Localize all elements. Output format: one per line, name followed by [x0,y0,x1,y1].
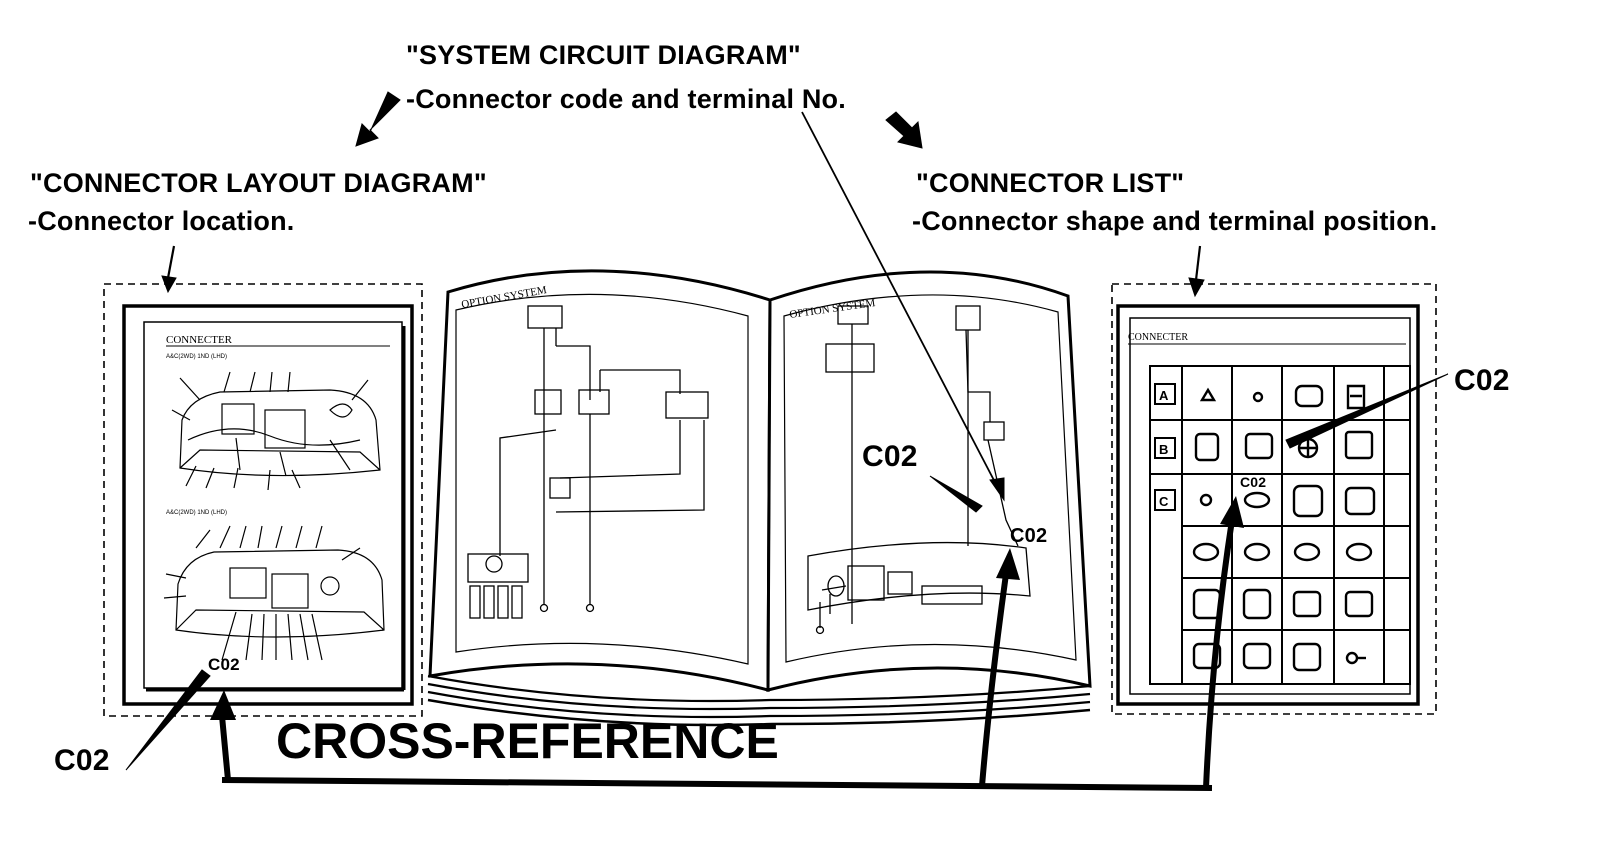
connector-layout-page: CONNECTER A&C(2WD) 1ND (LHD) A&C(2WD) 1N… [103,283,423,717]
row-label-c: C [1159,494,1169,509]
connector-list-title: "CONNECTOR LIST" [916,168,1185,198]
connector-shapes [1192,384,1376,672]
list-page-header: CONNECTER [1128,332,1188,343]
connector-list-page: CONNECTER A B C [1111,283,1437,715]
c02-label-layout: C02 [54,744,110,777]
pointer-arrows [125,91,1449,771]
system-circuit-title: "SYSTEM CIRCUIT DIAGRAM" [406,40,801,70]
layout-page-c02-tag: C02 [208,655,240,674]
row-label-b: B [1159,442,1169,457]
connector-list-subtitle: -Connector shape and terminal position. [912,206,1438,236]
engine-bay-upper [171,371,381,491]
list-c02-tag: C02 [1240,474,1266,490]
circuit-schematic-left [467,305,709,619]
connector-grid [1149,365,1411,685]
row-label-a: A [1159,388,1169,403]
layout-page-header: CONNECTER [166,334,233,346]
connector-layout-subtitle: -Connector location. [28,206,295,236]
cross-reference-arrowheads [210,496,1244,720]
layout-page-subheader-lower: A&C(2WD) 1ND (LHD) [166,510,227,516]
row-labels: A B C [1154,383,1176,511]
c02-label-list: C02 [1454,364,1510,397]
cross-reference-label: CROSS-REFERENCE [276,713,779,769]
cross-reference-arrows [219,519,1235,791]
engine-bay-lower [163,525,385,661]
c02-label-book: C02 [862,440,918,473]
circuit-diagram-book: OPTION SYSTEM OPTION SYSTEM [427,269,1092,727]
circuit-schematic-right [807,305,1031,635]
circuit-c02-tag: C02 [1010,525,1047,547]
system-circuit-subtitle: -Connector code and terminal No. [406,84,846,114]
layout-page-subheader-upper: A&C(2WD) 1ND (LHD) [166,354,227,360]
connector-layout-title: "CONNECTOR LAYOUT DIAGRAM" [30,168,487,198]
